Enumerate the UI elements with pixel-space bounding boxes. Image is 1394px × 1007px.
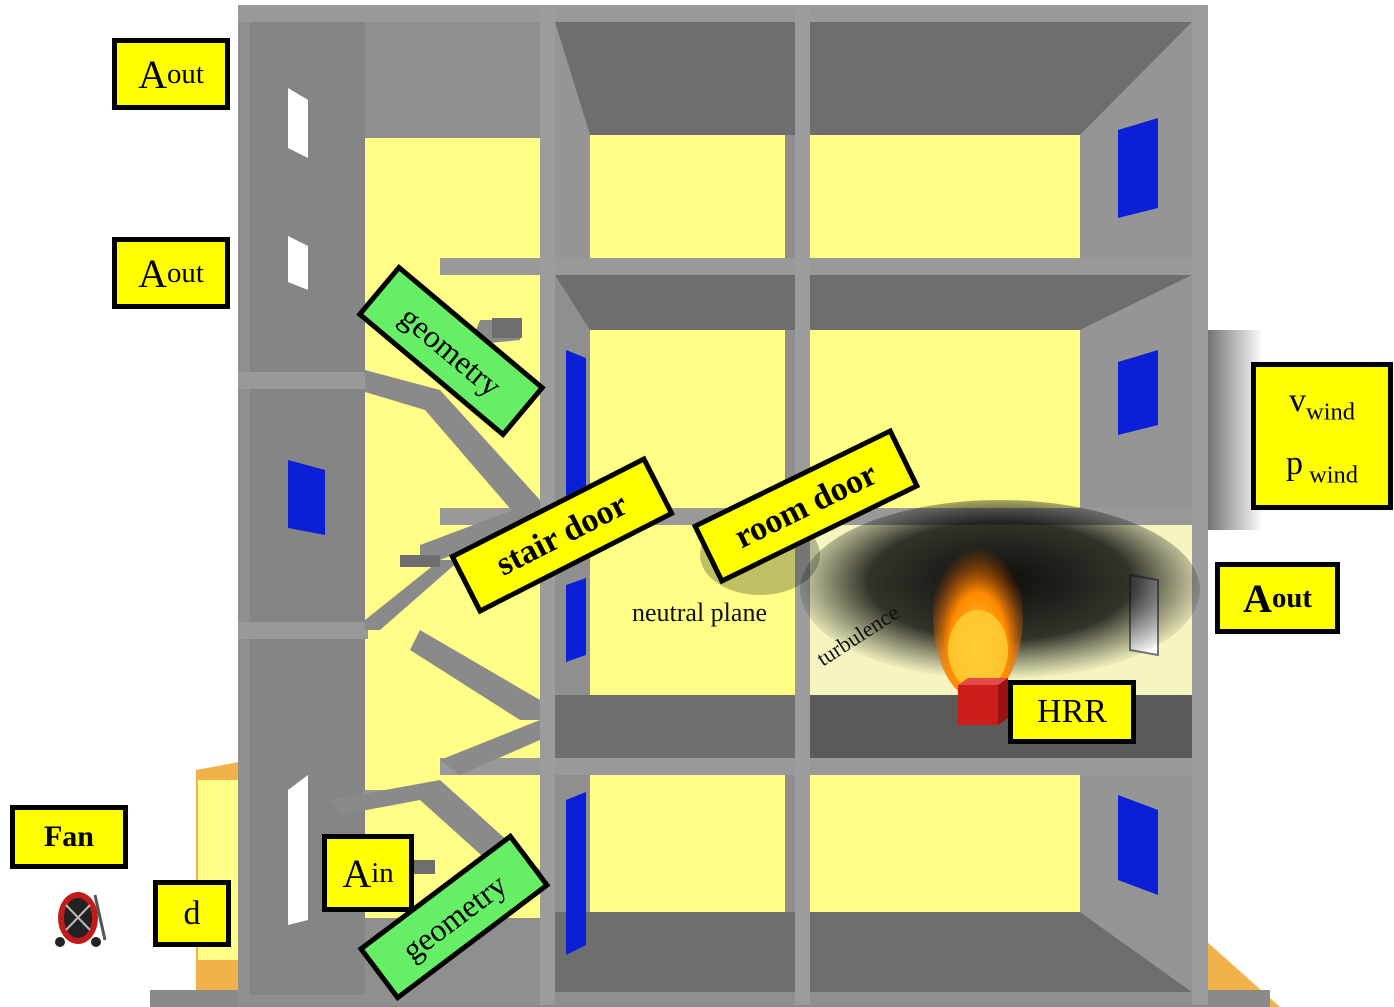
a-out-sub: out [167,58,204,91]
window-blue-f4 [1118,118,1158,218]
p-wind-sub: wind [1303,462,1358,489]
p-wind-text: p wind [1286,445,1358,490]
stair-back-wall [365,138,540,778]
neutral-plane-text: neutral plane [632,598,767,628]
floor-1 [555,772,1192,992]
a-out-main: A [1243,575,1272,622]
hrr-label: HRR [1008,680,1136,744]
v-wind-text: vwind [1289,382,1355,427]
slab-3 [440,258,1208,275]
a-in-main: A [342,850,371,897]
a-in-sub: in [371,857,393,890]
a-out-main: A [138,51,167,98]
a-out-sub: out [1272,582,1312,615]
window-white [288,88,308,158]
fire-icon [933,530,1023,700]
floor-4 [555,22,1192,265]
fan-icon [55,892,105,947]
v-wind-sub: wind [1306,399,1355,426]
slab-1 [440,758,1208,775]
p-wind-main: p [1286,445,1303,482]
exterior-wall-right [1192,5,1208,1005]
a-out-sub: out [167,257,204,290]
a-out-main: A [138,250,167,297]
burning-box [958,678,1008,725]
d-label: d [153,880,231,947]
fan-label: Fan [10,805,128,869]
wind-label: vwind p wind [1251,362,1393,510]
roof-slab [238,5,1208,22]
v-wind-main: v [1289,382,1306,419]
